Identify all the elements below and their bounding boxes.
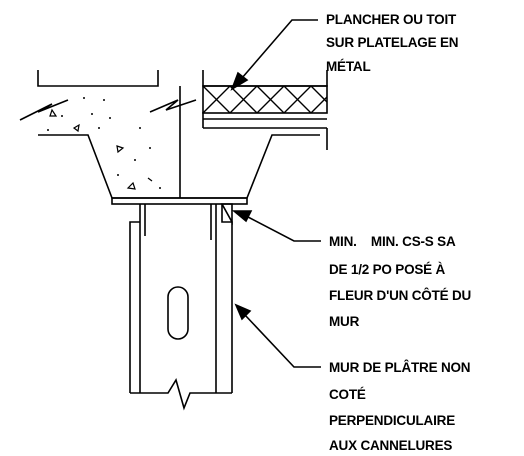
label-bottom-line-3: PERPENDICULAIRE xyxy=(329,413,455,428)
label-bottom-line-1: MUR DE PLÂTRE NON xyxy=(329,360,470,375)
label-top: PLANCHER OU TOIT SUR PLATELAGE EN MÉTAL xyxy=(326,12,459,74)
label-top-line-2: SUR PLATELAGE EN xyxy=(326,35,458,50)
head-track xyxy=(111,197,248,240)
label-bottom-line-4: AUX CANNELURES xyxy=(329,438,452,453)
metal-deck-roof xyxy=(179,70,328,198)
label-middle-line-2: DE 1/2 PO POSÉ À xyxy=(329,262,446,277)
label-middle: MIN. MIN. CS-S SA DE 1/2 PO POSÉ À FLEUR… xyxy=(329,234,471,329)
gypsum-wall xyxy=(129,203,233,411)
label-bottom: MUR DE PLÂTRE NON COTÉ PERPENDICULAIRE A… xyxy=(329,360,471,453)
leader-lines xyxy=(230,19,321,368)
label-middle-line-3: FLEUR D'UN CÔTÉ DU xyxy=(329,288,471,303)
label-top-line-1: PLANCHER OU TOIT xyxy=(326,12,457,27)
concrete-slab xyxy=(19,70,320,199)
label-middle-line-4: MUR xyxy=(329,314,360,329)
label-bottom-line-2: COTÉ xyxy=(329,387,366,402)
label-middle-line-1: MIN. MIN. CS-S SA xyxy=(329,234,456,249)
label-top-line-3: MÉTAL xyxy=(326,59,371,74)
